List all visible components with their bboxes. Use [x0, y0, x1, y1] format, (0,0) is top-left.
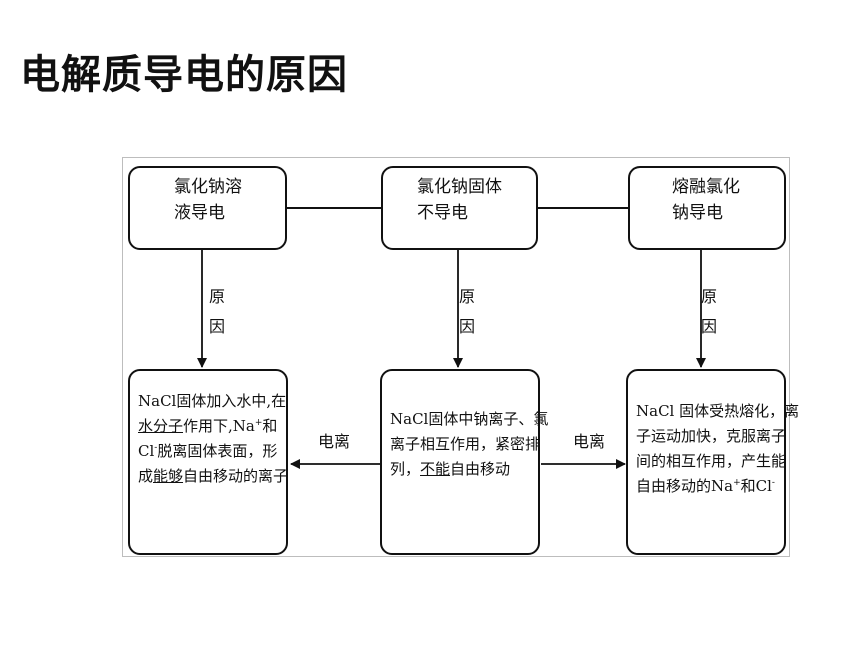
box-molten-nacl-conducts: 熔融氯化 钠导电 — [628, 166, 786, 250]
box-solid-explanation: NaCl固体中钠离子、氯 离子相互作用，紧密排 列，不能自由移动 — [380, 369, 548, 555]
ionize-label-left: 电离 — [318, 432, 351, 451]
box-dissolution-explanation: NaCl固体加入水中,在 水分子作用下,Na+和 Cl-脱离固体表面，形 成能够… — [128, 369, 288, 555]
ionize-label-right: 电离 — [573, 432, 606, 451]
box-nacl-solution-conducts: 氯化钠溶 液导电 — [128, 166, 287, 250]
box-melting-explanation: NaCl 固体受热熔化，离 子运动加快，克服离子 间的相互作用，产生能 自由移动… — [626, 369, 799, 555]
reason-label-right: 原因 — [700, 287, 717, 336]
box-nacl-solid-not-conduct: 氯化钠固体 不导电 — [381, 166, 538, 250]
reason-label-center: 原因 — [458, 287, 475, 336]
page-title: 电解质导电的原因 — [20, 52, 348, 98]
reason-label-left: 原因 — [208, 287, 225, 336]
